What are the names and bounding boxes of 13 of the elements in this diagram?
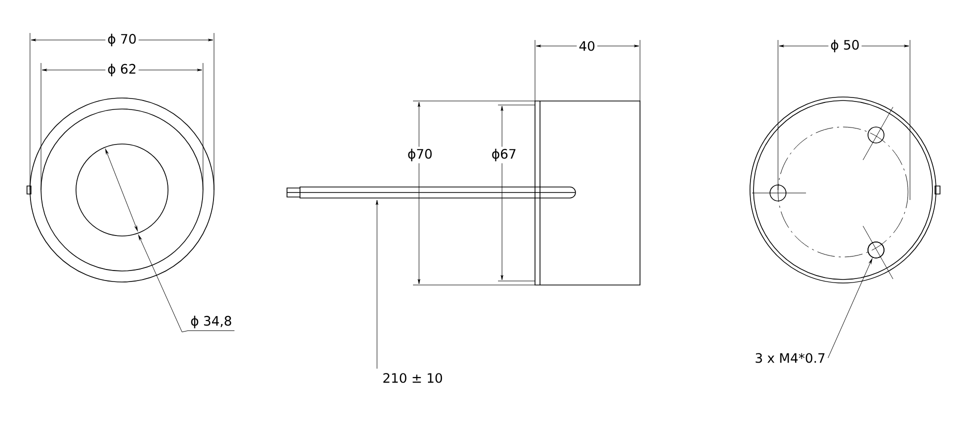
- dimension-label: 40: [576, 39, 598, 53]
- dimension-label: ϕ 50: [828, 38, 862, 54]
- leader-line: [138, 234, 235, 332]
- dimension-label: ϕ 34,8: [191, 316, 232, 328]
- dimension-label: ϕ 62: [105, 62, 139, 78]
- leader-line: [376, 200, 378, 369]
- dimension-label: ϕ70: [405, 146, 435, 164]
- dimension-label: ϕ 70: [105, 32, 139, 48]
- dimension-label: 3 x M4*0.7: [756, 353, 824, 363]
- dimension-label: 210 ± 10: [383, 373, 442, 383]
- threaded-hole: [868, 242, 884, 258]
- leader-line: [828, 258, 872, 358]
- dimension-label: ϕ67: [489, 146, 519, 164]
